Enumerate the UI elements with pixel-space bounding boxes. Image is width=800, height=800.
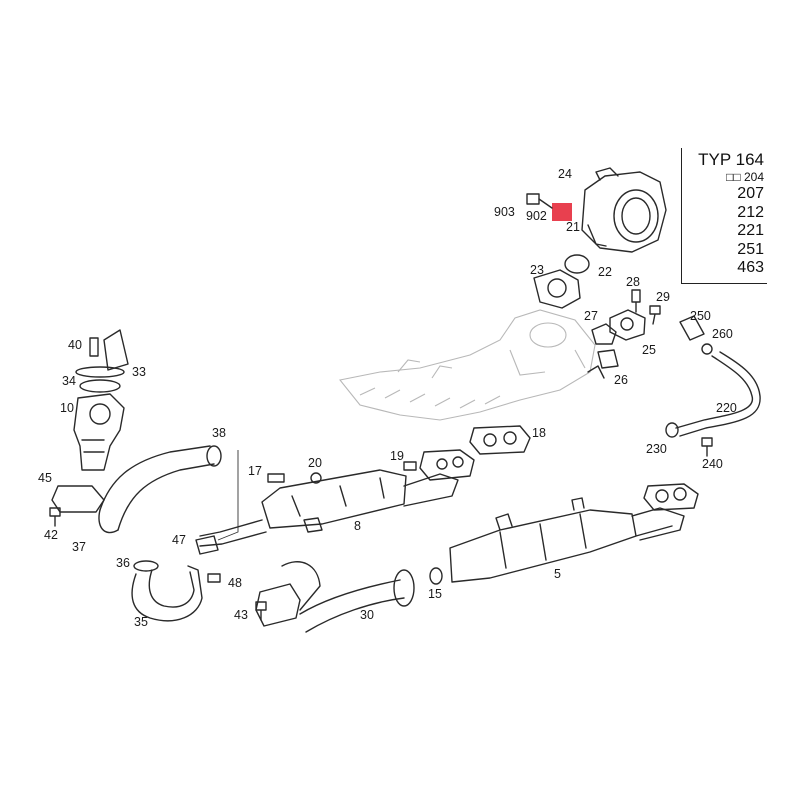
part-34-gasket <box>79 379 121 393</box>
callout-8: 8 <box>354 519 361 533</box>
model-type-item: 207 <box>737 185 764 202</box>
callout-33: 33 <box>132 365 146 379</box>
model-type-item: 463 <box>737 259 764 276</box>
callout-230: 230 <box>646 442 667 456</box>
part-21-egr-valve <box>581 167 667 253</box>
callout-38: 38 <box>212 426 226 440</box>
callout-240: 240 <box>702 457 723 471</box>
model-type-item: 251 <box>737 240 764 258</box>
callout-37: 37 <box>72 540 86 554</box>
callout-43: 43 <box>234 608 248 622</box>
part-23-gasket <box>533 269 581 309</box>
callout-35: 35 <box>134 615 148 629</box>
callout-18: 18 <box>532 426 546 440</box>
callout-20: 20 <box>308 456 322 470</box>
part-15-clamp <box>429 567 443 585</box>
callout-902: 902 <box>526 209 547 223</box>
part-25-flange <box>609 309 646 341</box>
part-26-pipe-stub <box>587 349 619 379</box>
callout-19: 19 <box>390 449 404 463</box>
callout-27: 27 <box>584 309 598 323</box>
callout-36: 36 <box>116 556 130 570</box>
part-903-sensor <box>526 193 553 209</box>
part-260-clip <box>701 343 713 355</box>
part-29-nut <box>649 305 661 325</box>
callout-17: 17 <box>248 464 262 478</box>
part-flange-19 <box>419 449 475 481</box>
part-10-valve <box>73 393 125 471</box>
model-type-item: 212 <box>737 203 764 221</box>
part-230-seal <box>665 422 679 438</box>
highlighted-part-902 <box>552 203 572 221</box>
model-type-item: 221 <box>737 222 764 239</box>
callout-260: 260 <box>712 327 733 341</box>
callout-40: 40 <box>68 338 82 352</box>
part-5-cooler <box>449 483 699 583</box>
callout-23: 23 <box>530 263 544 277</box>
callout-48: 48 <box>228 576 242 590</box>
part-8-cooler <box>199 469 459 547</box>
callout-903: 903 <box>494 205 515 219</box>
part-30-pipe <box>255 561 415 633</box>
part-40-bracket <box>89 329 129 371</box>
model-type-list: TYP 164 □□ 204 207 212 221 251 463 <box>681 148 767 284</box>
part-22-seal <box>564 254 590 274</box>
part-240-bolt <box>701 437 713 457</box>
callout-28: 28 <box>626 275 640 289</box>
part-38-clamp <box>206 445 222 467</box>
callout-45: 45 <box>38 471 52 485</box>
part-43-bolt <box>255 601 267 621</box>
part-220-pipe <box>675 351 761 437</box>
callout-15: 15 <box>428 587 442 601</box>
callout-22: 22 <box>598 265 612 279</box>
part-36-clamp <box>133 560 159 572</box>
part-250-sleeve <box>679 315 705 341</box>
part-48-bolt <box>207 573 221 583</box>
part-45-gasket <box>51 485 105 513</box>
part-27-gasket <box>591 323 617 345</box>
callout-5: 5 <box>554 567 561 581</box>
callout-47: 47 <box>172 533 186 547</box>
callouts: 24 903 902 21 23 22 28 29 27 250 260 25 … <box>38 167 737 629</box>
part-42-bolt <box>49 507 61 527</box>
callout-25: 25 <box>642 343 656 357</box>
part-18-gasket <box>469 425 531 455</box>
callout-26: 26 <box>614 373 628 387</box>
callout-220: 220 <box>716 401 737 415</box>
part-19-bolt <box>403 461 417 471</box>
callout-30: 30 <box>360 608 374 622</box>
part-37-pipe <box>98 445 215 534</box>
part-20-washer <box>310 472 322 484</box>
model-type-title: TYP 164 <box>698 150 764 169</box>
part-33-gasket <box>75 366 125 378</box>
callout-10: 10 <box>60 401 74 415</box>
intake-manifold-outline <box>339 309 596 421</box>
callout-34: 34 <box>62 374 76 388</box>
model-type-note: □□ 204 <box>726 170 764 184</box>
callout-21: 21 <box>566 220 580 234</box>
part-47-gasket <box>195 535 219 555</box>
callout-29: 29 <box>656 290 670 304</box>
part-17-bolt <box>267 473 285 483</box>
part-35-pipe <box>131 565 203 622</box>
callout-24: 24 <box>558 167 572 181</box>
callout-250: 250 <box>690 309 711 323</box>
callout-42: 42 <box>44 528 58 542</box>
part-28-bolt <box>631 289 641 313</box>
